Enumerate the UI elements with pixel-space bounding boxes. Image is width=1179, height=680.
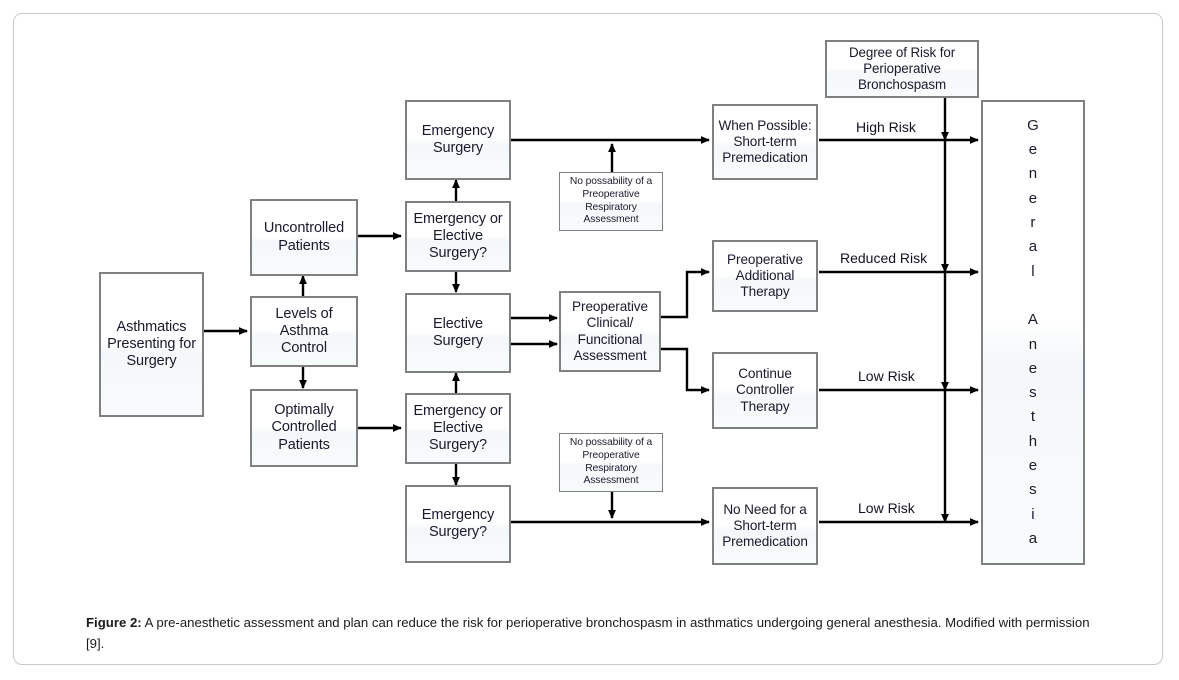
node-label: Degree of Risk for Perioperative Broncho… — [848, 45, 956, 92]
node-continue-controller-therapy[interactable]: Continue Controller Therapy — [712, 352, 818, 429]
figure-caption-separator: : — [137, 615, 142, 630]
node-label: Emergency or Elective Surgery? — [413, 402, 503, 454]
figure-caption-text: A pre-anesthetic assessment and plan can… — [86, 615, 1090, 652]
node-label: G e n e r a l A n e s t h e s i a — [1027, 116, 1039, 547]
node-label: No possability of a Preoperative Respira… — [569, 176, 653, 226]
edge-label-low-risk-bottom: Low Risk — [858, 500, 915, 516]
edge-preop-to-continue-controller — [661, 347, 710, 394]
node-emergency-surgery-question[interactable]: Emergency Surgery? — [405, 485, 511, 563]
node-label: Emergency Surgery? — [421, 506, 495, 540]
node-uncontrolled-patients[interactable]: Uncontrolled Patients — [250, 199, 358, 276]
node-degree-of-risk-for-perioperative-bronchospasm[interactable]: Degree of Risk for Perioperative Broncho… — [825, 40, 979, 98]
node-no-need-short-term-premedication[interactable]: No Need for a Short-term Premedication — [712, 487, 818, 565]
node-label: Levels of Asthma Control — [275, 305, 333, 357]
node-label: Continue Controller Therapy — [736, 366, 794, 414]
node-label: No possability of a Preoperative Respira… — [569, 437, 653, 487]
node-general-anesthesia[interactable]: G e n e r a l A n e s t h e s i a — [981, 100, 1085, 565]
node-optimally-controlled-patients[interactable]: Optimally Controlled Patients — [250, 389, 358, 467]
node-when-possible-short-term-premedication[interactable]: When Possible: Short-term Premedication — [712, 104, 818, 180]
node-emergency-or-elective-surgery-bottom[interactable]: Emergency or Elective Surgery? — [405, 393, 511, 464]
node-preoperative-additional-therapy[interactable]: Preoperative Additional Therapy — [712, 240, 818, 312]
node-label: Preoperative Additional Therapy — [727, 251, 803, 300]
node-label: No Need for a Short-term Premedication — [722, 501, 808, 550]
node-levels-of-asthma-control[interactable]: Levels of Asthma Control — [250, 296, 358, 367]
node-elective-surgery[interactable]: Elective Surgery — [405, 293, 511, 373]
node-preoperative-clinical-functional-assessment[interactable]: Preoperative Clinical/ Funcitional Asses… — [559, 291, 661, 372]
node-emergency-surgery-top[interactable]: Emergency Surgery — [405, 100, 511, 180]
node-label: Elective Surgery — [432, 315, 484, 349]
node-label: Emergency or Elective Surgery? — [413, 210, 503, 262]
node-label: Preoperative Clinical/ Funcitional Asses… — [572, 299, 648, 363]
edge-label-high-risk: High Risk — [856, 119, 916, 135]
node-no-possibility-preop-assessment-bottom[interactable]: No possability of a Preoperative Respira… — [559, 433, 663, 492]
node-emergency-or-elective-surgery-top[interactable]: Emergency or Elective Surgery? — [405, 201, 511, 272]
node-label: When Possible: Short-term Premedication — [718, 117, 812, 166]
node-no-possibility-preop-assessment-top[interactable]: No possability of a Preoperative Respira… — [559, 172, 663, 231]
edge-label-low-risk-middle: Low Risk — [858, 368, 915, 384]
node-asthmatics-presenting[interactable]: Asthmatics Presenting for Surgery — [99, 272, 204, 417]
node-label: Optimally Controlled Patients — [271, 402, 337, 453]
figure-caption-label: Figure 2 — [86, 615, 138, 630]
node-label: Emergency Surgery — [421, 122, 495, 156]
edge-label-reduced-risk: Reduced Risk — [840, 250, 928, 266]
figure-caption: Figure 2: A pre-anesthetic assessment an… — [86, 612, 1106, 655]
edge-preop-to-additional-therapy — [661, 268, 710, 319]
node-label: Uncontrolled Patients — [263, 220, 345, 254]
node-label: Asthmatics Presenting for Surgery — [107, 318, 196, 370]
